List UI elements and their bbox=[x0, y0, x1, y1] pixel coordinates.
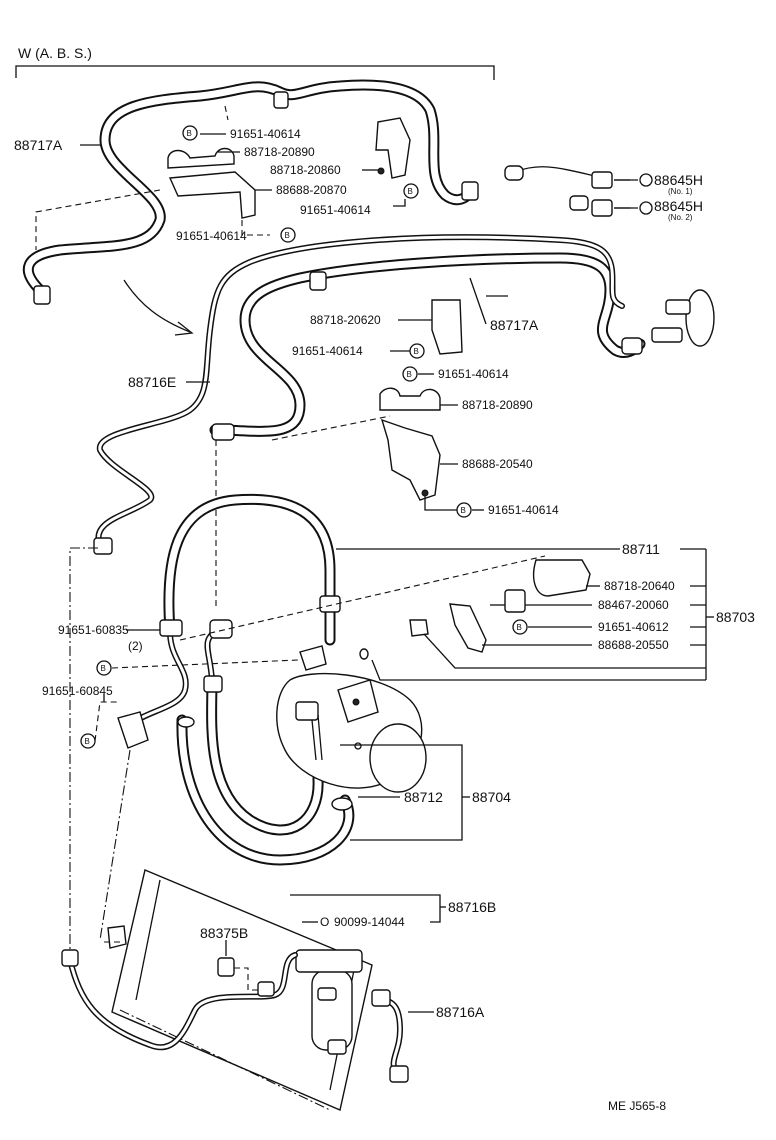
label-88467-20060: 88467-20060 bbox=[598, 598, 669, 612]
svg-text:B: B bbox=[407, 370, 412, 379]
label-88645H-no1: 88645H bbox=[654, 172, 703, 188]
svg-text:B: B bbox=[517, 623, 522, 632]
guide-upper-clamp bbox=[224, 105, 229, 121]
label-91651-40614-a: 91651-40614 bbox=[230, 127, 301, 141]
switch-no2-marker bbox=[639, 201, 653, 215]
label-88688-20540: 88688-20540 bbox=[462, 457, 533, 471]
bracket-88718-20640 bbox=[532, 559, 591, 597]
label-88712: 88712 bbox=[404, 789, 443, 805]
tube-88716B bbox=[61, 949, 298, 1051]
guide-mid-bracket bbox=[271, 415, 391, 441]
hose-88717A-upper bbox=[23, 79, 479, 305]
svg-text:B: B bbox=[285, 231, 290, 240]
label-88718-20640: 88718-20640 bbox=[604, 579, 675, 593]
drawing-code: ME J565-8 bbox=[608, 1099, 666, 1113]
label-88711: 88711 bbox=[622, 541, 660, 557]
guide-upper-bolt bbox=[241, 220, 270, 236]
pressure-switch-no1 bbox=[504, 165, 638, 189]
bolt-symbol-3: B bbox=[280, 227, 296, 243]
label-88704: 88704 bbox=[472, 789, 511, 805]
label-88716E: 88716E bbox=[128, 374, 176, 390]
label-88375B: 88375B bbox=[200, 925, 248, 941]
bolt-symbol-7: B bbox=[512, 619, 528, 635]
label-91651-40614-d: 91651-40614 bbox=[292, 344, 363, 358]
label-88718-20860: 88718-20860 bbox=[270, 163, 341, 177]
label-88718-20620: 88718-20620 bbox=[310, 313, 381, 327]
plug-88375B bbox=[217, 957, 235, 977]
svg-text:B: B bbox=[85, 737, 90, 746]
label-88703: 88703 bbox=[716, 609, 755, 625]
label-88645H-no1-note: (No. 1) bbox=[668, 187, 693, 196]
tube-88716A bbox=[371, 989, 409, 1083]
hose-88711 bbox=[117, 493, 341, 749]
label-88716A: 88716A bbox=[436, 1004, 485, 1020]
label-88688-20550: 88688-20550 bbox=[598, 638, 669, 652]
guide-upper-left bbox=[35, 189, 161, 250]
evaporator-fitting bbox=[651, 289, 715, 347]
hose-88712 bbox=[176, 619, 355, 866]
compressor bbox=[276, 672, 427, 793]
label-88688-20870: 88688-20870 bbox=[276, 183, 347, 197]
label-88717A-mid: 88717A bbox=[490, 317, 539, 333]
oring-compressor bbox=[359, 648, 369, 660]
label-91651-40614-e: 91651-40614 bbox=[438, 367, 509, 381]
hose-88716E bbox=[93, 234, 625, 555]
label-88645H-no2: 88645H bbox=[654, 198, 703, 214]
label-88718-20890-a: 88718-20890 bbox=[244, 145, 315, 159]
svg-text:B: B bbox=[187, 129, 192, 138]
nut-88688-20550 bbox=[409, 619, 429, 637]
svg-text:B: B bbox=[408, 187, 413, 196]
bracket-88688-20550 bbox=[449, 603, 487, 653]
label-90099-14044: 90099-14044 bbox=[334, 915, 405, 929]
valve-88467-20060 bbox=[490, 589, 526, 613]
bracket-88688-20540 bbox=[380, 418, 441, 501]
transfer-arrow bbox=[123, 279, 191, 333]
guide-88375B bbox=[234, 967, 262, 991]
bolt-symbol-4: B bbox=[409, 343, 425, 359]
pressure-switch-no2 bbox=[569, 195, 638, 217]
label-91651-40614-f: 91651-40614 bbox=[488, 503, 559, 517]
bolt-symbol-5: B bbox=[402, 366, 418, 382]
label-91651-60835-qty: (2) bbox=[128, 639, 143, 653]
bolt-symbol-6: B bbox=[456, 502, 472, 518]
bracket-88688-20870 bbox=[167, 117, 411, 219]
svg-text:B: B bbox=[101, 664, 106, 673]
clamp-88718-20620 bbox=[431, 299, 463, 355]
label-88718-20890-b: 88718-20890 bbox=[462, 398, 533, 412]
svg-text:B: B bbox=[461, 506, 466, 515]
guide-88711-bracket bbox=[179, 555, 546, 641]
label-88717A-top: 88717A bbox=[14, 137, 63, 153]
svg-text:B: B bbox=[414, 347, 419, 356]
receiver-drier bbox=[295, 949, 363, 1055]
switch-no1-marker bbox=[639, 173, 653, 187]
transfer-arrow-head bbox=[174, 321, 194, 336]
label-88645H-no2-note: (No. 2) bbox=[668, 213, 693, 222]
clamp-88718-20890-mid bbox=[379, 387, 441, 411]
label-88716B: 88716B bbox=[448, 899, 496, 915]
oring-symbol: O bbox=[320, 915, 329, 929]
label-91651-60845: 91651-60845 bbox=[42, 684, 113, 698]
variant-label: W (A. B. S.) bbox=[18, 45, 92, 61]
bolt-symbol-9: B bbox=[80, 733, 96, 749]
guide-left-dashdot bbox=[69, 547, 98, 950]
bolt-symbol-1: B bbox=[182, 125, 198, 141]
bolt-symbol-8: B bbox=[96, 660, 112, 676]
hose-88717A-middle bbox=[209, 252, 646, 441]
label-91651-40614-b: 91651-40614 bbox=[300, 203, 371, 217]
label-91651-60835: 91651-60835 bbox=[58, 623, 129, 637]
guide-bolt-compressor bbox=[111, 659, 299, 669]
label-91651-40614-c: 91651-40614 bbox=[176, 229, 247, 243]
guide-lower-dashdot bbox=[99, 749, 131, 941]
leader-lines bbox=[80, 133, 714, 1013]
variant-bracket bbox=[15, 65, 495, 80]
label-91651-40612: 91651-40612 bbox=[598, 620, 669, 634]
guide-lower-bolt bbox=[94, 701, 120, 742]
bolt-symbol-2: B bbox=[403, 183, 419, 199]
